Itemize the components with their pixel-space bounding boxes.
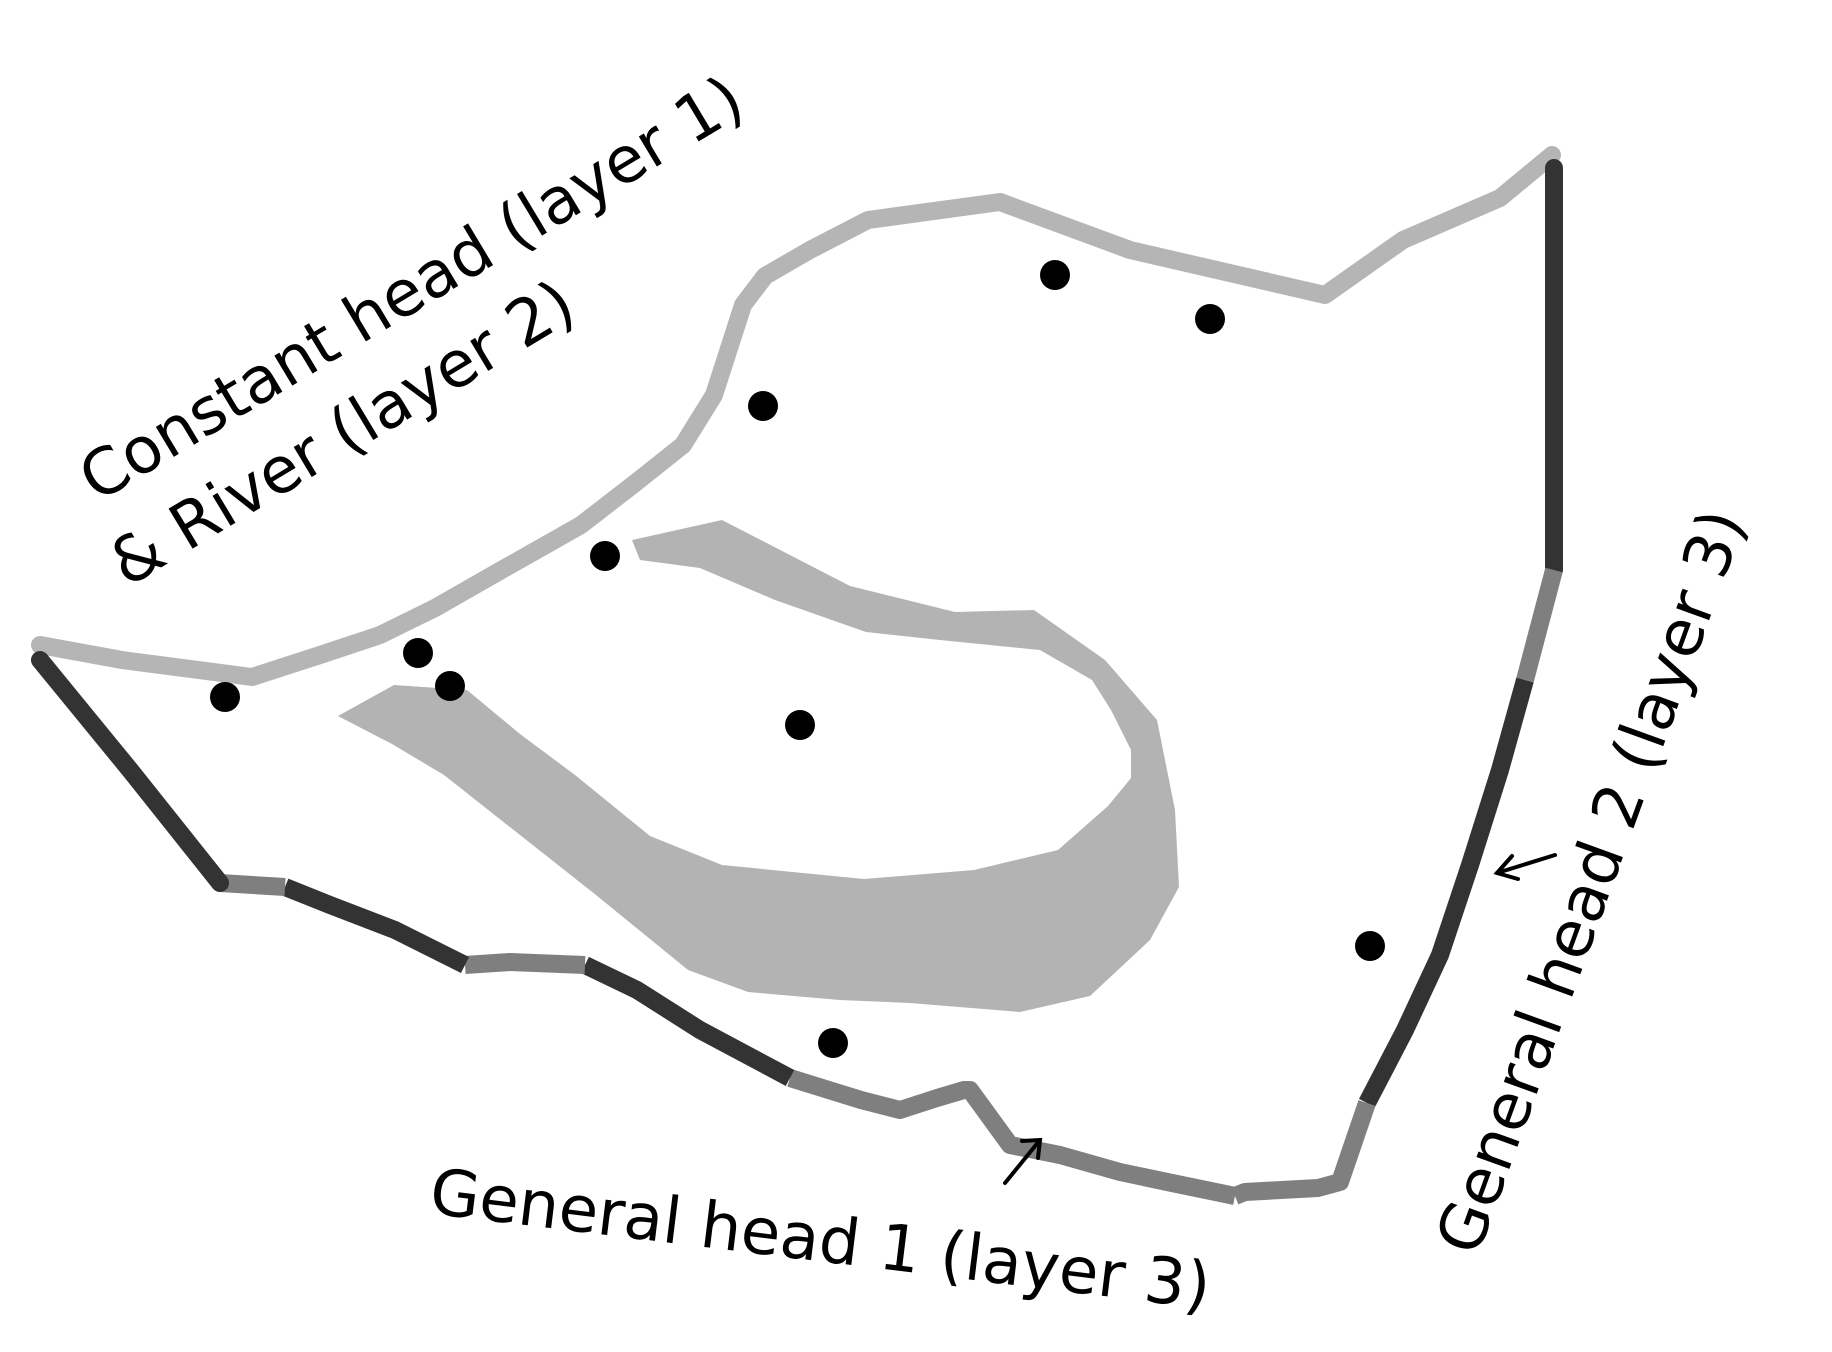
- arrow-general-head-1-icon: [1003, 1137, 1043, 1185]
- general-head-2-dark: [1359, 677, 1534, 1108]
- well-point: [1195, 304, 1225, 334]
- general-head-1-mid: [787, 1069, 1237, 1205]
- well-point: [210, 682, 240, 712]
- constant-head-boundary: [31, 146, 1561, 686]
- well-point: [1355, 931, 1385, 961]
- general-head-boundaries: [31, 159, 1563, 1205]
- well-point: [748, 391, 778, 421]
- general-head-1-mid-center: [464, 953, 586, 974]
- well-point: [785, 710, 815, 740]
- general-head-1-dark-right: [581, 956, 795, 1086]
- arrows: [1003, 853, 1557, 1185]
- general-head-1-mid-left: [219, 874, 286, 896]
- well-point: [1040, 260, 1070, 290]
- general-head-1-dark-left: [281, 878, 470, 974]
- constant-head-label-line1: Constant head (layer 1): [67, 62, 756, 517]
- well-point: [590, 541, 620, 571]
- west-dark-boundary: [31, 651, 229, 892]
- general-head-2-mid-upper: [1516, 567, 1563, 683]
- river-polygon: [338, 520, 1179, 1012]
- well-point: [818, 1028, 848, 1058]
- wells: [210, 260, 1385, 1058]
- well-point: [403, 638, 433, 668]
- general-head-1-label: General head 1 (layer 3): [426, 1155, 1214, 1324]
- arrow-general-head-2-icon: [1493, 853, 1557, 881]
- general-head-2-mid-lower: [1231, 1100, 1376, 1205]
- well-point: [435, 671, 465, 701]
